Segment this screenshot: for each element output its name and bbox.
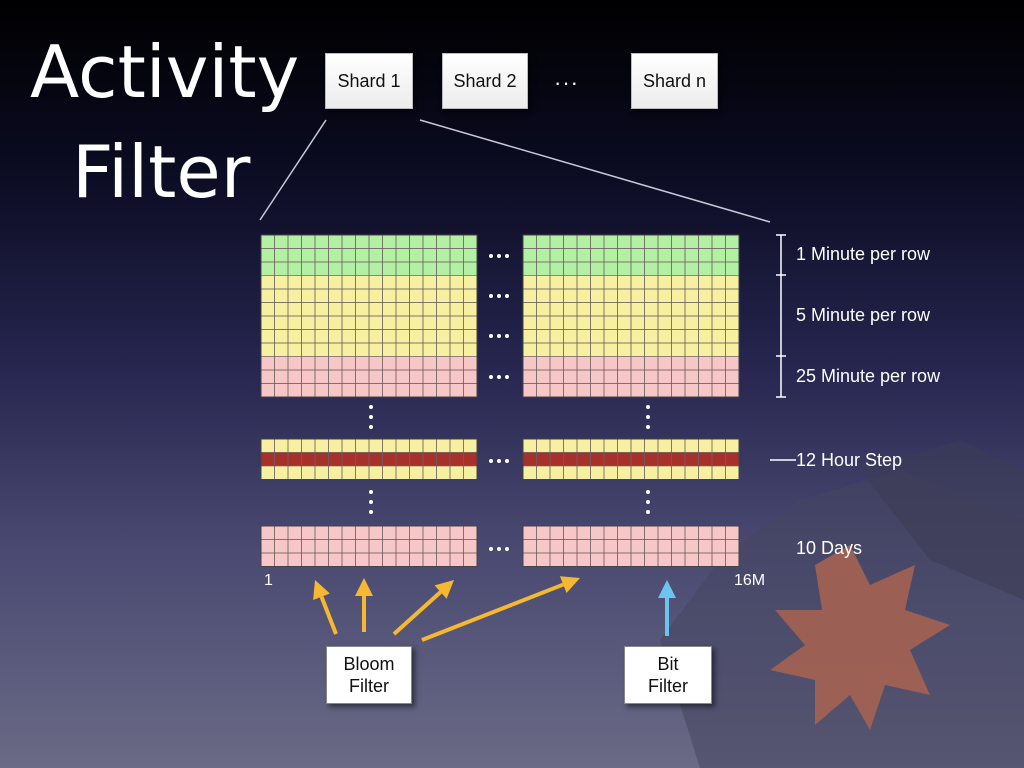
grid-border (522, 234, 740, 398)
vertical-ellipsis (369, 405, 373, 435)
level-label-25min: 25 Minute per row (796, 366, 941, 386)
vertical-ellipsis (646, 405, 650, 435)
bloom-arrow-1-head (313, 580, 330, 601)
horizontal-ellipsis (489, 334, 509, 338)
grid-border (522, 525, 740, 567)
star-shape (770, 545, 950, 730)
axis-start-label: 1 (264, 572, 273, 589)
shard-2-box: Shard 2 (442, 53, 528, 109)
horizontal-ellipsis (489, 375, 509, 379)
shard-n-box: Shard n (631, 53, 718, 109)
grid-border (260, 525, 478, 567)
level-label-12hour: 12 Hour Step (796, 450, 903, 470)
vertical-ellipsis (646, 490, 650, 520)
bloom-arrow-1-shaft (319, 596, 338, 635)
slide-title-line1: Activity (30, 30, 300, 114)
horizontal-ellipsis (489, 254, 509, 258)
grid-border (260, 438, 478, 480)
level-label-10days: 10 Days (796, 538, 863, 558)
horizontal-ellipsis (489, 294, 509, 298)
connector-line (259, 119, 327, 221)
bloom-filter-label-2: Filter (349, 676, 389, 696)
bloom-filter-box: Bloom Filter (326, 646, 412, 704)
bit-filter-label-1: Bit (657, 654, 679, 674)
shard-ellipsis: ··· (554, 70, 579, 95)
bloom-arrow-4-head (559, 576, 580, 593)
axis-end-label: 16M (734, 572, 766, 589)
bit-filter-box: Bit Filter (624, 646, 712, 704)
grid-border (260, 234, 478, 398)
bloom-arrow-2-head (355, 578, 373, 596)
bloom-filter-label-1: Bloom (343, 654, 395, 674)
bloom-arrow-3-head (434, 580, 454, 599)
grid-border (522, 438, 740, 480)
level-label-5min: 5 Minute per row (796, 305, 931, 325)
bloom-arrow-3-shaft (392, 590, 442, 636)
vertical-ellipsis (369, 490, 373, 520)
horizontal-ellipsis (489, 459, 509, 463)
bit-arrow-head (658, 580, 676, 598)
horizontal-ellipsis (489, 547, 509, 551)
bloom-arrow-4-shaft (421, 582, 564, 642)
slide-title-line2: Filter (72, 130, 251, 214)
shard-1-box: Shard 1 (325, 53, 413, 109)
bit-filter-label-2: Filter (648, 676, 688, 696)
connector-line (419, 119, 771, 223)
level-label-1min: 1 Minute per row (796, 244, 931, 264)
background-shape (860, 440, 1024, 600)
